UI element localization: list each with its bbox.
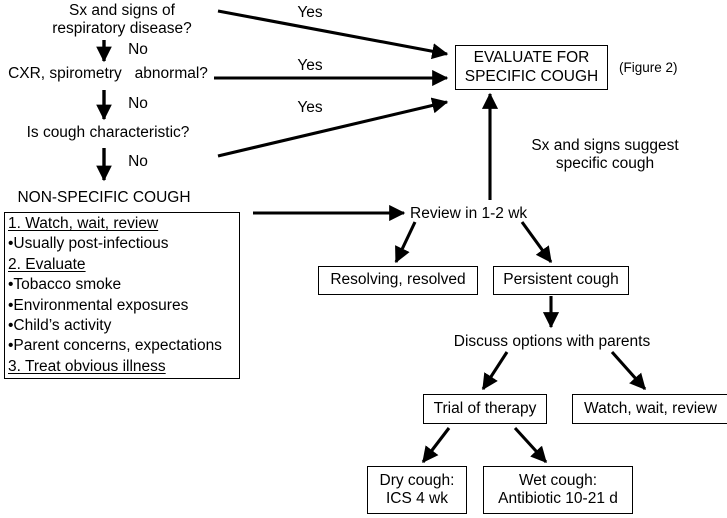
edge-label-no-1: No bbox=[128, 41, 148, 58]
edge-review-persistent bbox=[520, 221, 553, 264]
node-evaluate-specific-cough[interactable]: EVALUATE FOR SPECIFIC COUGH bbox=[455, 45, 608, 90]
node-trial-of-therapy[interactable]: Trial of therapy bbox=[423, 394, 547, 424]
management-item-5: •Environmental exposures bbox=[8, 296, 189, 314]
decision-respiratory-disease: Sx and signs of respiratory disease? bbox=[22, 0, 222, 40]
node-watch-wait-review[interactable]: Watch, wait, review bbox=[572, 394, 727, 424]
node-evaluate-specific-cough-label: EVALUATE FOR SPECIFIC COUGH bbox=[464, 49, 599, 85]
edge-review-resolving bbox=[394, 221, 417, 264]
edge-discuss-trial bbox=[481, 351, 509, 391]
node-watch-wait-review-label: Watch, wait, review bbox=[584, 399, 717, 417]
edge-label-yes-3: Yes bbox=[297, 99, 323, 116]
node-dry-cough-treatment-label: Dry cough: ICS 4 wk bbox=[379, 471, 455, 507]
node-discuss-options-with-parents: Discuss options with parents bbox=[412, 330, 692, 354]
node-trial-of-therapy-label: Trial of therapy bbox=[433, 399, 537, 417]
node-review-in-1-2-wk: Review in 1-2 wk bbox=[410, 203, 570, 225]
edge-trial-wet bbox=[513, 426, 548, 464]
edge-trial-dry bbox=[421, 427, 451, 464]
decision-cough-characteristic-label: Is cough characteristic? bbox=[26, 123, 190, 141]
node-resolving-resolved[interactable]: Resolving, resolved bbox=[318, 266, 478, 295]
node-dry-cough-treatment[interactable]: Dry cough: ICS 4 wk bbox=[367, 466, 467, 514]
edge-label-no-3: No bbox=[128, 153, 148, 170]
node-review-in-1-2-wk-label: Review in 1-2 wk bbox=[410, 204, 528, 222]
management-item-7: •Parent concerns, expectations bbox=[8, 337, 222, 355]
edge-discuss-watch bbox=[610, 350, 647, 391]
management-item-2: •Usually post-infectious bbox=[8, 235, 169, 253]
decision-cough-characteristic: Is cough characteristic? bbox=[8, 121, 208, 145]
edge-label-yes-2: Yes bbox=[297, 57, 323, 74]
management-item-6: •Child’s activity bbox=[8, 316, 112, 334]
management-item-4: •Tobacco smoke bbox=[8, 276, 122, 294]
node-resolving-resolved-label: Resolving, resolved bbox=[330, 271, 466, 289]
node-discuss-options-with-parents-label: Discuss options with parents bbox=[453, 332, 651, 350]
edge-label-yes-1: Yes bbox=[297, 4, 323, 21]
management-item-3: 2. Evaluate bbox=[8, 255, 86, 273]
management-plan-box[interactable]: 1. Watch, wait, review •Usually post-inf… bbox=[4, 212, 240, 379]
edge-label-suggest-specific-cough: Sx and signs suggest specific cough bbox=[531, 137, 679, 173]
figure-reference-annotation: (Figure 2) bbox=[619, 60, 678, 75]
node-persistent-cough-label: Persistent cough bbox=[503, 271, 619, 289]
node-non-specific-cough-label: NON-SPECIFIC COUGH bbox=[17, 188, 191, 206]
management-item-8: 3. Treat obvious illness bbox=[8, 357, 166, 375]
decision-respiratory-disease-label: Sx and signs of respiratory disease? bbox=[52, 1, 192, 37]
edge-label-no-2: No bbox=[128, 95, 148, 112]
edge-q3-yes bbox=[217, 97, 449, 158]
management-item-1: 1. Watch, wait, review bbox=[8, 215, 159, 232]
edge-q1-yes bbox=[217, 9, 449, 60]
node-persistent-cough[interactable]: Persistent cough bbox=[493, 266, 629, 295]
decision-cxr-spirometry: CXR, spirometry abnormal? bbox=[0, 62, 218, 86]
node-wet-cough-treatment[interactable]: Wet cough: Antibiotic 10-21 d bbox=[483, 466, 633, 514]
node-wet-cough-treatment-label: Wet cough: Antibiotic 10-21 d bbox=[498, 471, 618, 507]
node-non-specific-cough: NON-SPECIFIC COUGH bbox=[14, 186, 194, 210]
decision-cxr-spirometry-label: CXR, spirometry abnormal? bbox=[8, 64, 208, 82]
